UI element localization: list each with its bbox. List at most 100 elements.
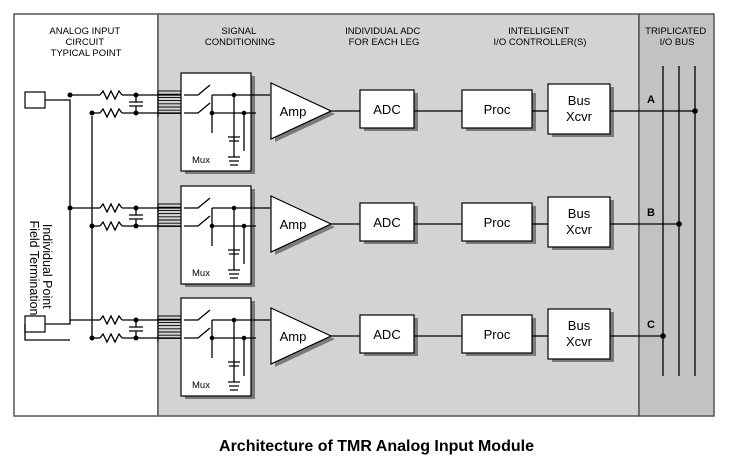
capacitor-icon (129, 208, 143, 226)
junction-dot (67, 205, 73, 211)
mux-box (180, 72, 252, 172)
resistor-icon (99, 202, 123, 214)
xcvr-box (547, 196, 611, 248)
xcvr-label: Bus (568, 318, 591, 333)
header-line: TYPICAL POINT (51, 48, 122, 59)
proc-box (461, 89, 533, 129)
terminal-bottom (24, 315, 46, 333)
header-line: INDIVIDUAL ADC (345, 26, 420, 37)
header-individual-adc: INDIVIDUAL ADC FOR EACH LEG (345, 26, 423, 48)
adc-box (359, 202, 415, 242)
switch-icon (184, 84, 234, 96)
resistor-icon (99, 89, 123, 101)
header-line: ANALOG INPUT (49, 26, 120, 37)
junction-dot (209, 335, 215, 341)
switch-icon (184, 327, 244, 339)
field-termination-line: Individual Point (40, 224, 54, 309)
junction-dot (133, 205, 139, 211)
header-line: CIRCUIT (66, 37, 105, 48)
adc-label: ADC (373, 327, 400, 342)
header-triplicated-bus: TRIPLICATED I/O BUS (645, 26, 709, 48)
amp-label: Amp (280, 217, 307, 232)
switch-icon (184, 197, 234, 209)
resistor-icon (99, 314, 123, 326)
mux-box (180, 185, 252, 285)
resistor-icon (99, 332, 123, 344)
resistor-icon (99, 220, 123, 232)
header-line: SIGNAL (221, 26, 256, 37)
junction-dot (133, 92, 139, 98)
ground-icon (228, 249, 240, 255)
xcvr-label: Xcvr (566, 222, 593, 237)
terminal-top (24, 91, 46, 109)
header-analog-input: ANALOG INPUT CIRCUIT TYPICAL POINT (49, 26, 122, 59)
header-line: INTELLIGENT (508, 26, 569, 37)
ground-icon (228, 381, 240, 391)
amp-label: Amp (280, 329, 307, 344)
mux-label: Mux (192, 380, 210, 391)
amplifier-icon (270, 82, 333, 140)
mux-label: Mux (192, 268, 210, 279)
junction-dot (133, 223, 139, 229)
capacitor-icon (129, 95, 143, 113)
bus-panel (638, 13, 715, 417)
bus-label: A (647, 94, 655, 106)
ground-icon (228, 361, 240, 367)
mux-box (180, 297, 252, 397)
xcvr-box (547, 83, 611, 135)
xcvr-label: Xcvr (566, 109, 593, 124)
junction-dot (89, 223, 95, 229)
junction-dot (133, 110, 139, 116)
header-signal-conditioning: SIGNAL CONDITIONING (205, 26, 275, 48)
proc-box (461, 314, 533, 354)
xcvr-label: Bus (568, 93, 591, 108)
junction-dot (209, 110, 215, 116)
junction-dot (67, 92, 73, 98)
terminal-wire (45, 99, 71, 325)
switch-icon (184, 309, 234, 321)
proc-label: Proc (484, 102, 511, 117)
junction-dot (89, 110, 95, 116)
ground-icon (228, 156, 240, 166)
bus-label: C (647, 319, 655, 331)
header-line: I/O BUS (660, 37, 695, 48)
xcvr-label: Bus (568, 206, 591, 221)
xcvr-box (547, 308, 611, 360)
diagram-caption: Architecture of TMR Analog Input Module (219, 438, 534, 455)
bus-label: B (647, 207, 655, 219)
amp-label: Amp (280, 104, 307, 119)
header-line: I/O CONTROLLER(S) (494, 37, 587, 48)
resistor-icon (99, 107, 123, 119)
mux-label: Mux (192, 155, 210, 166)
junction-dot (133, 335, 139, 341)
signal-wire (234, 319, 270, 339)
proc-label: Proc (484, 215, 511, 230)
switch-icon (184, 102, 244, 114)
xcvr-label: Xcvr (566, 334, 593, 349)
header-line: TRIPLICATED (645, 26, 706, 37)
adc-label: ADC (373, 102, 400, 117)
ground-icon (228, 269, 240, 279)
field-termination-line: Field Termination (27, 221, 41, 316)
field-termination-label: Individual Point Field Termination (27, 221, 54, 316)
proc-box (461, 202, 533, 242)
header-line: CONDITIONING (205, 37, 275, 48)
header-line: FOR EACH LEG (349, 37, 420, 48)
amplifier-icon (270, 307, 333, 365)
adc-label: ADC (373, 215, 400, 230)
signal-wire (234, 207, 270, 227)
terminal-wire (24, 324, 70, 341)
adc-box (359, 89, 415, 129)
header-intelligent-io: INTELLIGENT I/O CONTROLLER(S) (494, 26, 587, 48)
junction-dot (209, 223, 215, 229)
signal-wire (234, 94, 270, 114)
proc-label: Proc (484, 327, 511, 342)
junction-dot (89, 335, 95, 341)
junction-dot (133, 317, 139, 323)
switch-icon (184, 215, 244, 227)
ground-icon (228, 136, 240, 142)
